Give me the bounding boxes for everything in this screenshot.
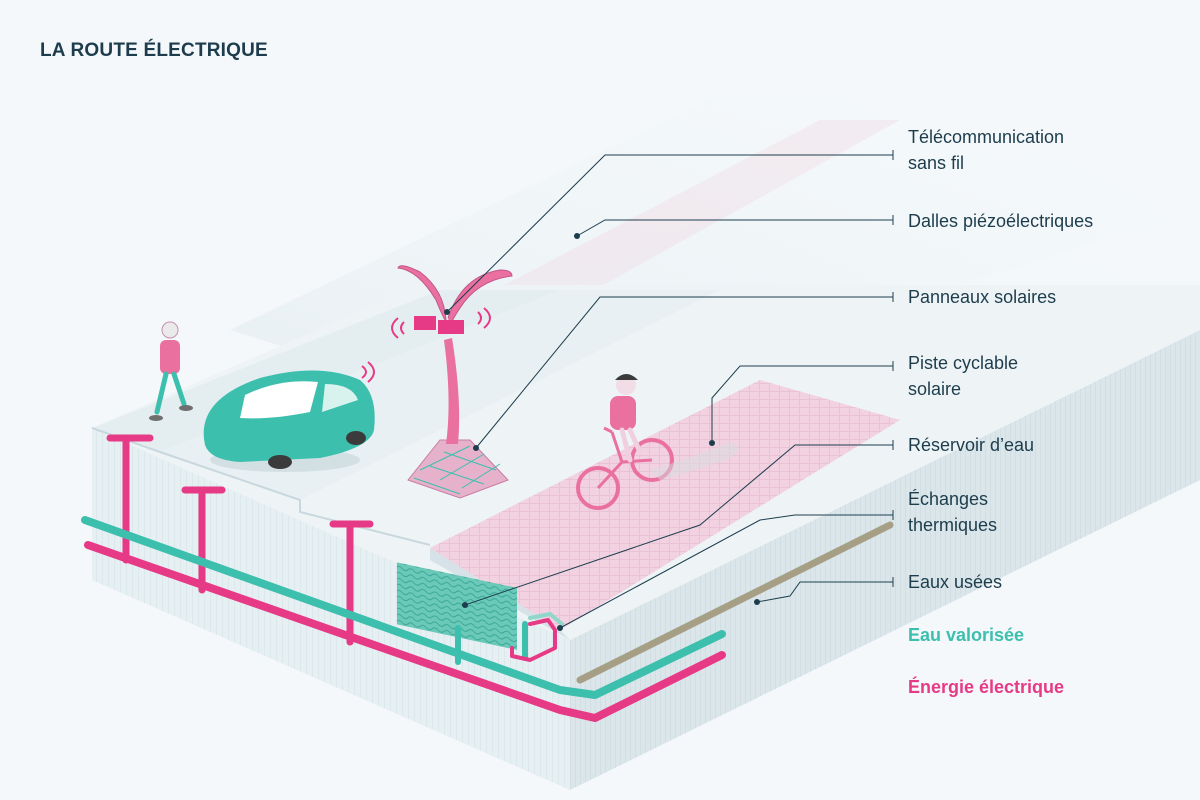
water-tank bbox=[397, 562, 517, 650]
label-solar-panels: Panneaux solaires bbox=[908, 287, 1057, 307]
cyclist bbox=[576, 374, 738, 510]
label-water-tank: Réservoir d’eau bbox=[908, 435, 1035, 455]
pedestrian bbox=[149, 321, 193, 421]
label-heat-exchange: Échanges thermiques bbox=[908, 489, 998, 535]
label-bike-lane: Piste cyclable solaire bbox=[908, 353, 1019, 399]
label-piezo: Dalles piézoélectriques bbox=[908, 211, 1094, 231]
street-lamp bbox=[391, 265, 513, 499]
page-title: LA ROUTE ÉLECTRIQUE bbox=[40, 40, 268, 61]
road-slab bbox=[91, 285, 1200, 790]
callout-lines bbox=[446, 150, 894, 629]
callout-dots bbox=[444, 233, 760, 631]
label-electric-energy: Énergie électrique bbox=[908, 677, 1065, 697]
label-wastewater: Eaux usées bbox=[908, 572, 1003, 592]
pipes bbox=[81, 434, 894, 722]
label-recovered-water: Eau valorisée bbox=[908, 625, 1025, 645]
car bbox=[203, 361, 375, 472]
label-telecom: Télécommunication sans fil bbox=[908, 127, 1065, 173]
